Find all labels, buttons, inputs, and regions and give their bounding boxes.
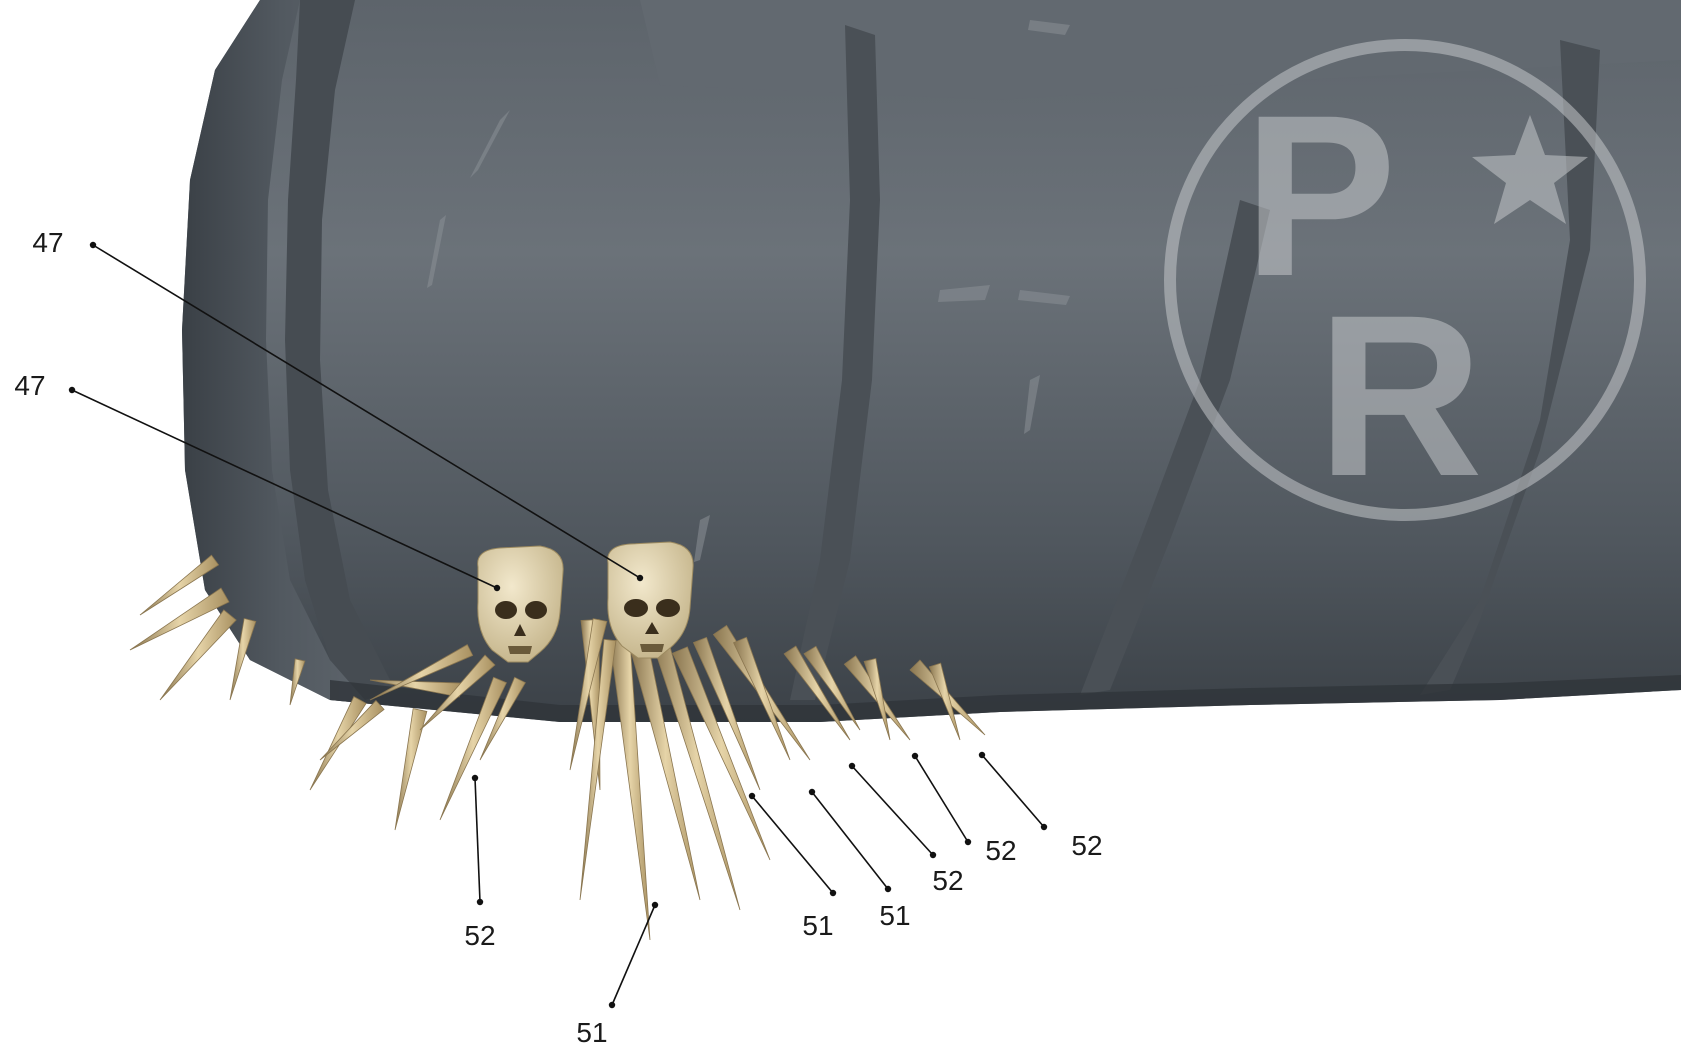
leader-dot — [979, 752, 985, 758]
callout-label-52: 52 — [932, 865, 963, 896]
skull-eye — [525, 601, 547, 619]
callout-label-52: 52 — [464, 920, 495, 951]
callout-label-47: 47 — [32, 227, 63, 258]
skull-eye — [624, 599, 648, 617]
callout-label-51: 51 — [576, 1017, 607, 1048]
skull-eye — [495, 601, 517, 619]
leader-line — [982, 755, 1044, 827]
skull-eye — [656, 599, 680, 617]
leader-dot — [477, 899, 483, 905]
leader-line — [852, 766, 933, 855]
leader-dot — [494, 585, 500, 591]
leader-line — [915, 756, 968, 842]
spike — [395, 709, 427, 830]
leader-dot — [472, 775, 478, 781]
callout-label-52: 52 — [1071, 830, 1102, 861]
leader-dot — [849, 763, 855, 769]
leader-line — [812, 792, 888, 889]
leader-line — [612, 905, 655, 1005]
leader-dot — [965, 839, 971, 845]
leader-line — [475, 778, 480, 902]
leader-dot — [912, 753, 918, 759]
leader-dot — [1041, 824, 1047, 830]
leader-dot — [609, 1002, 615, 1008]
leader-dot — [930, 852, 936, 858]
leader-dot — [809, 789, 815, 795]
callout-label-51: 51 — [802, 910, 833, 941]
leader-dot — [830, 890, 836, 896]
callout-label-47: 47 — [14, 370, 45, 401]
leader-dot — [885, 886, 891, 892]
leader-dot — [749, 793, 755, 799]
leader-dot — [652, 902, 658, 908]
leader-dot — [637, 575, 643, 581]
callout-label-52: 52 — [985, 835, 1016, 866]
watermark-letter-r: R — [1317, 267, 1483, 524]
leader-dot — [69, 387, 75, 393]
leader-dot — [90, 242, 96, 248]
callout-label-51: 51 — [879, 900, 910, 931]
